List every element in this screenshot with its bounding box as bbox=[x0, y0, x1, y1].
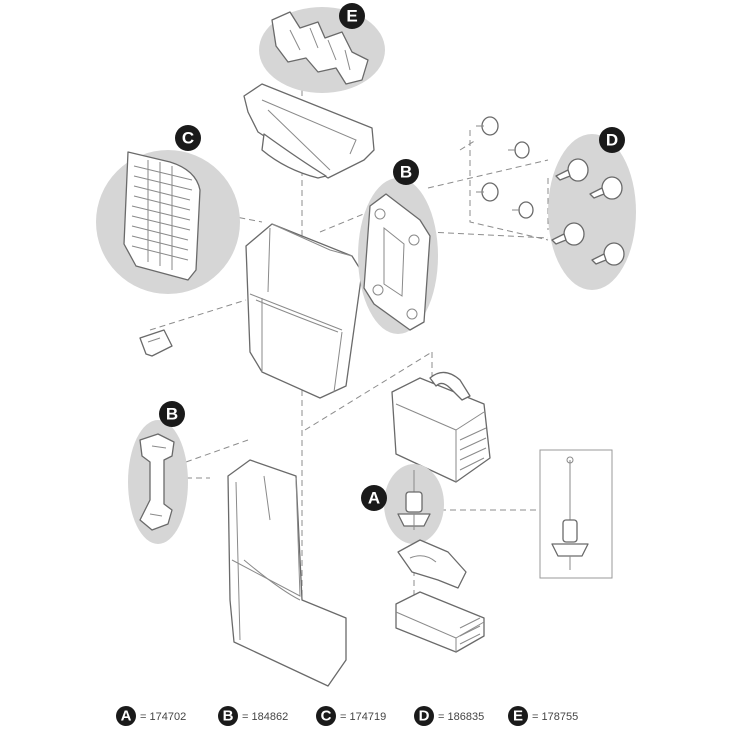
legend-item-e: E = 178755 bbox=[508, 706, 578, 726]
badge-a-letter: A bbox=[368, 489, 380, 508]
badge-d bbox=[599, 127, 625, 153]
impeller-cover-part bbox=[397, 539, 467, 589]
filter-housing-part bbox=[245, 223, 363, 399]
callout-b-left-bubble: B bbox=[128, 401, 188, 544]
filter-cartridge-part bbox=[123, 151, 201, 281]
legend-item-d: D = 186835 bbox=[414, 706, 484, 726]
callout-c-bubble: C bbox=[96, 125, 240, 294]
callout-d-bubble: D bbox=[548, 127, 636, 290]
filter-lid-part bbox=[243, 83, 375, 179]
badge-b-top bbox=[393, 159, 419, 185]
callout-b-top-bubble: B bbox=[358, 159, 438, 334]
legend-item-d-letter: D bbox=[419, 708, 430, 725]
badge-c-letter: C bbox=[182, 129, 194, 148]
legend-item-e-letter: E bbox=[513, 708, 523, 725]
impeller-detail-box bbox=[539, 449, 613, 579]
legend-item-a-part: = 174702 bbox=[140, 711, 186, 723]
badge-b-left bbox=[159, 401, 185, 427]
legend: A = 174702 B = 184862 C = 174719 D = 186… bbox=[116, 706, 578, 726]
top-clip-part bbox=[271, 11, 369, 85]
legend-item-d-part: = 186835 bbox=[438, 711, 484, 723]
badge-b-left-letter: B bbox=[166, 405, 178, 424]
badge-e-letter: E bbox=[346, 7, 357, 26]
callout-e-bubble: E bbox=[259, 3, 385, 93]
legend-item-b-letter: B bbox=[223, 708, 234, 725]
rear-shell-part bbox=[227, 459, 347, 687]
legend-item-e-part: = 178755 bbox=[532, 711, 578, 723]
mounting-bracket-part bbox=[139, 433, 175, 531]
impeller-part bbox=[397, 470, 431, 530]
base-tray-part bbox=[395, 591, 485, 653]
legend-item-a: A = 174702 bbox=[116, 706, 186, 726]
small-clip-part bbox=[139, 329, 173, 357]
badge-c bbox=[175, 125, 201, 151]
badge-e bbox=[339, 3, 365, 29]
legend-item-c-letter: C bbox=[321, 708, 332, 725]
legend-item-b-part: = 184862 bbox=[242, 711, 288, 723]
suction-cup-set-part bbox=[551, 158, 625, 266]
legend-item-c: C = 174719 bbox=[316, 706, 386, 726]
pump-motor-part bbox=[391, 371, 491, 483]
callout-a-bubble: A bbox=[361, 464, 444, 544]
gasket-plate-part bbox=[363, 193, 431, 331]
badge-b-top-letter: B bbox=[400, 163, 412, 182]
legend-item-b: B = 184862 bbox=[218, 706, 288, 726]
legend-item-a-letter: A bbox=[121, 708, 132, 725]
badge-a bbox=[361, 485, 387, 511]
suction-cups-loose bbox=[476, 116, 534, 219]
legend-item-c-part: = 174719 bbox=[340, 711, 386, 723]
badge-d-letter: D bbox=[606, 131, 618, 150]
